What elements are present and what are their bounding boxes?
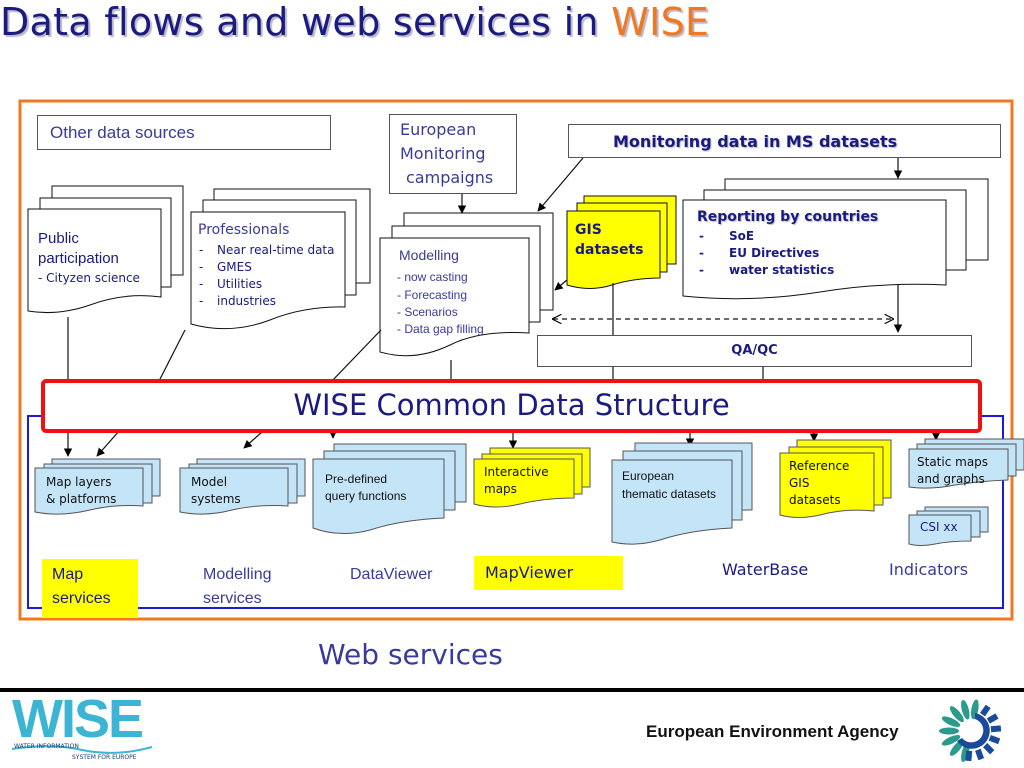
static-maps-label-2: and graphs — [917, 472, 985, 486]
predefined-queries-doc-stack — [312, 443, 467, 534]
reporting-item: EU Directives — [729, 246, 820, 260]
gis-datasets-label-1: GIS — [575, 222, 602, 238]
reference-gis-label-1: Reference — [789, 459, 850, 473]
professionals-item: Near real-time data — [217, 243, 335, 257]
model-systems-label-2: systems — [191, 492, 241, 506]
waterbase-label: WaterBase — [722, 560, 809, 579]
common-data-structure-label: WISE Common Data Structure — [293, 388, 730, 422]
mapviewer-badge: MapViewer — [474, 556, 623, 590]
modelling-item: - Scenarios — [397, 305, 458, 319]
professionals-item: industries — [217, 294, 277, 308]
modelling-title: Modelling — [399, 247, 459, 263]
predefined-queries-label-2: query functions — [325, 489, 407, 503]
interactive-maps-label-2: maps — [484, 482, 517, 496]
csi-label: CSI xx — [920, 520, 958, 534]
modelling-services-line-1: Modelling — [203, 566, 272, 583]
european-thematic-label-1: European — [622, 469, 675, 483]
model-systems-doc-stack — [179, 458, 306, 515]
eea-name: European Environment Agency — [646, 722, 899, 741]
reference-gis-doc-stack — [779, 439, 892, 518]
wise-logo-line-1: WATER INFORMATION — [14, 743, 79, 750]
european-monitoring-line-2: Monitoring — [400, 144, 486, 163]
interactive-maps-label-1: Interactive — [484, 465, 549, 479]
wise-logo-line-2: SYSTEM FOR EUROPE — [72, 754, 137, 761]
predefined-queries-label-1: Pre-defined — [325, 472, 388, 486]
mapviewer-label: MapViewer — [485, 563, 574, 582]
gis-datasets-doc-stack — [566, 195, 677, 289]
monitoring-ms-label: Monitoring data in MS datasets — [613, 132, 898, 151]
interactive-maps-doc-stack — [473, 447, 591, 508]
monitoring-ms-box: Monitoring data in MS datasets — [568, 124, 1001, 158]
footer-divider — [0, 688, 1024, 692]
modelling-item: - now casting — [397, 270, 468, 284]
public-participation-title-2: participation — [38, 250, 119, 267]
map-layers-doc-stack — [34, 458, 161, 515]
modelling-doc-stack — [379, 212, 554, 357]
static-maps-doc-stack — [908, 438, 1024, 489]
gis-datasets-label-2: datasets — [575, 242, 644, 258]
professionals-item: GMES — [217, 260, 252, 274]
web-services-label: Web services — [318, 638, 503, 671]
reporting-title: Reporting by countries — [697, 209, 879, 225]
public-participation-item: - Cityzen science — [38, 271, 140, 285]
european-thematic-label-2: thematic datasets — [622, 487, 717, 501]
title-accent: WISE — [611, 0, 710, 44]
modelling-item: - Data gap filling — [397, 322, 484, 336]
wise-logo-text: WISE — [12, 689, 144, 749]
wise-logo: WISE WATER INFORMATION SYSTEM FOR EUROPE — [12, 689, 152, 765]
map-layers-label-2: & platforms — [46, 492, 117, 506]
csi-doc-stack — [908, 506, 989, 546]
wise-wave-icon — [12, 745, 152, 754]
european-monitoring-line-3: campaigns — [406, 168, 494, 187]
map-layers-label-1: Map layers — [46, 475, 112, 489]
professionals-title: Professionals — [198, 222, 290, 238]
eea-sun-icon — [939, 699, 1002, 762]
professionals-doc-stack — [190, 188, 371, 330]
reference-gis-label-3: datasets — [789, 493, 841, 507]
european-monitoring-box: European Monitoring campaigns — [389, 114, 517, 194]
public-participation-title-1: Public — [38, 230, 79, 247]
reporting-item: SoE — [729, 229, 755, 243]
european-monitoring-line-1: European — [400, 120, 477, 139]
reference-gis-label-2: GIS — [789, 476, 810, 490]
outer-frame — [18, 99, 1014, 621]
static-maps-label-1: Static maps — [917, 455, 989, 469]
map-services-line-1: Map — [52, 566, 84, 583]
professionals-item: Utilities — [217, 277, 263, 291]
reporting-doc-stack — [682, 178, 989, 300]
dataviewer-label: DataViewer — [350, 566, 433, 583]
indicators-label: Indicators — [889, 560, 969, 579]
qaqc-label: QA/QC — [731, 343, 778, 358]
other-data-sources-box: Other data sources — [37, 115, 331, 150]
qaqc-box: QA/QC — [537, 335, 972, 367]
map-services-line-2: services — [52, 590, 111, 607]
public-participation-doc-stack — [27, 185, 184, 313]
slide-title: Data flows and web services in WISE — [0, 0, 1024, 44]
model-systems-label-1: Model — [191, 475, 228, 489]
map-services-badge: Map services — [42, 559, 138, 618]
source-connectors — [67, 157, 903, 384]
reporting-item: water statistics — [729, 263, 835, 277]
modelling-item: - Forecasting — [397, 288, 468, 302]
modelling-services-line-2: services — [203, 590, 262, 607]
common-data-structure-box — [41, 379, 982, 433]
other-data-sources-label: Other data sources — [50, 123, 195, 142]
title-text: Data flows and web services in — [0, 0, 612, 44]
european-thematic-doc-stack — [611, 442, 753, 545]
